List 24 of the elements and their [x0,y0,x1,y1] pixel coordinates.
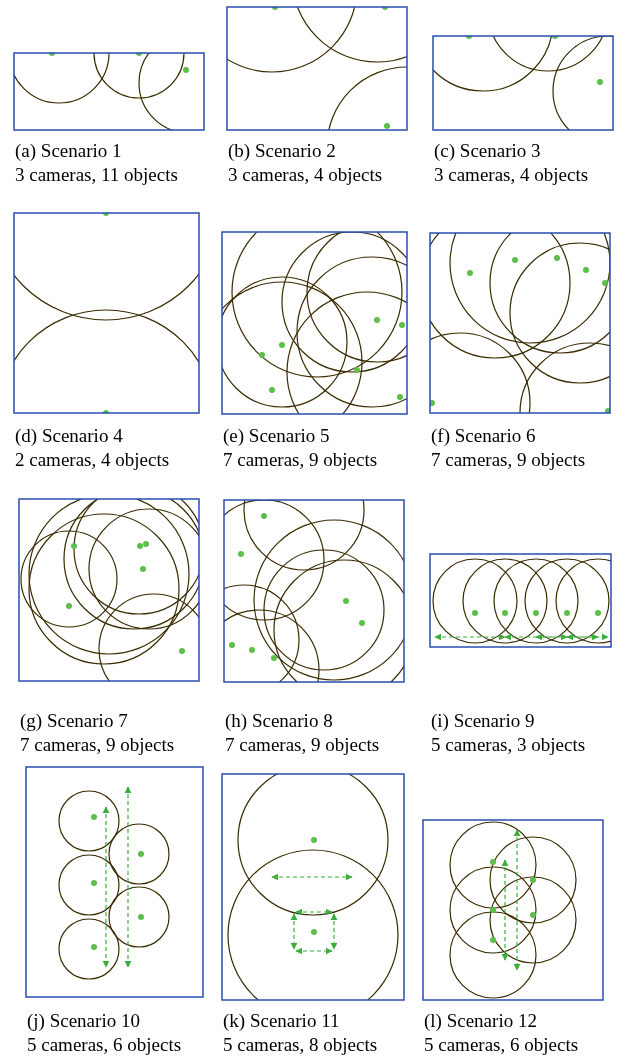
caption: 7 cameras, 9 objects [223,449,378,471]
caption: (i) Scenario 9 [431,710,535,732]
caption: (b) Scenario 2 [228,140,336,162]
caption: 3 cameras, 11 objects [15,164,178,186]
caption: (f) Scenario 6 [431,425,536,447]
caption: 5 cameras, 8 objects [223,1034,378,1056]
caption: (l) Scenario 12 [424,1010,537,1032]
caption: (j) Scenario 10 [27,1010,140,1032]
caption: (a) Scenario 1 [15,140,122,162]
caption: 5 cameras, 3 objects [431,734,586,756]
caption: (k) Scenario 11 [223,1010,340,1032]
caption: 5 cameras, 6 objects [424,1034,579,1056]
caption: (g) Scenario 7 [20,710,128,732]
caption: 7 cameras, 9 objects [225,734,380,756]
caption: (d) Scenario 4 [15,425,123,447]
caption: (e) Scenario 5 [223,425,330,447]
caption: 3 cameras, 4 objects [434,164,589,186]
caption: 2 cameras, 4 objects [15,449,170,471]
caption: (h) Scenario 8 [225,710,333,732]
caption: (c) Scenario 3 [434,140,541,162]
caption: 3 cameras, 4 objects [228,164,383,186]
caption: 7 cameras, 9 objects [20,734,175,756]
caption: 7 cameras, 9 objects [431,449,586,471]
caption: 5 cameras, 6 objects [27,1034,182,1056]
